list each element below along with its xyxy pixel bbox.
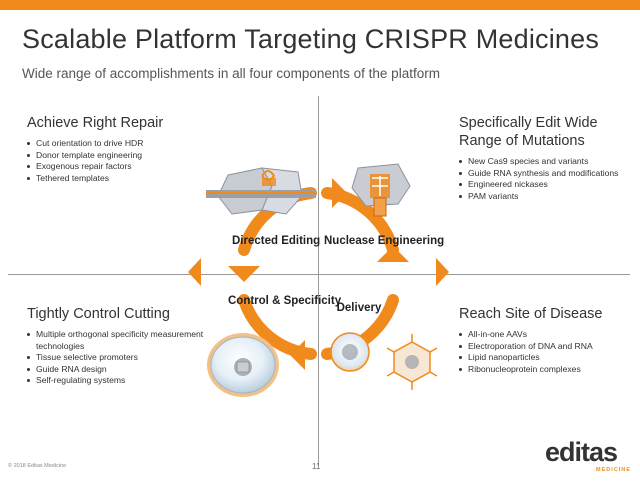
label-delivery: Delivery — [336, 302, 382, 314]
label-nuclease-engineering: Nuclease Engineering — [324, 235, 445, 247]
slide-title: Scalable Platform Targeting CRISPR Medic… — [22, 24, 600, 54]
list-item: Tethered templates — [27, 173, 237, 185]
list-item: Cut orientation to drive HDR — [27, 138, 237, 150]
company-logo: editas — [545, 437, 618, 467]
list-item: Tissue selective promoters — [27, 352, 227, 364]
copyright-text: © 2018 Editas Medicine — [8, 463, 67, 469]
bullet-list: Cut orientation to drive HDR Donor templ… — [27, 138, 237, 184]
lipid-nanoparticle-icon — [330, 332, 370, 372]
company-logo-subtext: MEDICINE — [596, 467, 631, 473]
list-item: PAM variants — [459, 191, 629, 203]
quadrant-heading: Reach Site of Disease — [459, 306, 603, 322]
quadrant-heading: Specifically Edit Wide Range of Mutation… — [459, 115, 598, 149]
list-item: Donor template engineering — [27, 150, 237, 162]
bullet-list: Multiple orthogonal specificity measurem… — [27, 329, 227, 387]
quadrant-heading: Achieve Right Repair — [27, 115, 164, 131]
list-item: Multiple orthogonal specificity measurem… — [27, 329, 227, 352]
label-control-specificity: Control & Specificity — [228, 295, 342, 307]
nuclease-protein-icon — [351, 163, 411, 217]
list-item: Self-regulating systems — [27, 375, 227, 387]
list-item: Electroporation of DNA and RNA — [459, 341, 639, 353]
vertical-divider — [318, 96, 319, 466]
slide-subtitle: Wide range of accomplishments in all fou… — [22, 66, 440, 81]
list-item: Guide RNA synthesis and modifications — [459, 168, 629, 180]
quadrant-edit-wide-range: Specifically Edit Wide Range of Mutation… — [459, 114, 629, 202]
list-item: Lipid nanoparticles — [459, 352, 639, 364]
list-item: New Cas9 species and variants — [459, 156, 629, 168]
bullet-list: New Cas9 species and variants Guide RNA … — [459, 156, 629, 202]
list-item: Ribonucleoprotein complexes — [459, 364, 639, 376]
aav-capsid-icon — [386, 334, 438, 390]
list-item: Engineered nickases — [459, 179, 629, 191]
horizontal-divider — [8, 274, 630, 275]
page-number: 11 — [312, 462, 321, 471]
quadrant-achieve-right-repair: Achieve Right Repair Cut orientation to … — [27, 114, 237, 184]
label-directed-editing: Directed Editing — [232, 235, 321, 247]
top-accent-bar — [0, 0, 640, 10]
cell-icon — [207, 333, 279, 397]
cas9-complex-icon — [206, 167, 316, 215]
bullet-list: All-in-one AAVs Electroporation of DNA a… — [459, 329, 639, 375]
quadrant-reach-site: Reach Site of Disease All-in-one AAVs El… — [459, 305, 639, 375]
list-item: Guide RNA design — [27, 364, 227, 376]
quadrant-control-cutting: Tightly Control Cutting Multiple orthogo… — [27, 305, 227, 387]
list-item: All-in-one AAVs — [459, 329, 639, 341]
quadrant-heading: Tightly Control Cutting — [27, 306, 170, 322]
list-item: Exogenous repair factors — [27, 161, 237, 173]
